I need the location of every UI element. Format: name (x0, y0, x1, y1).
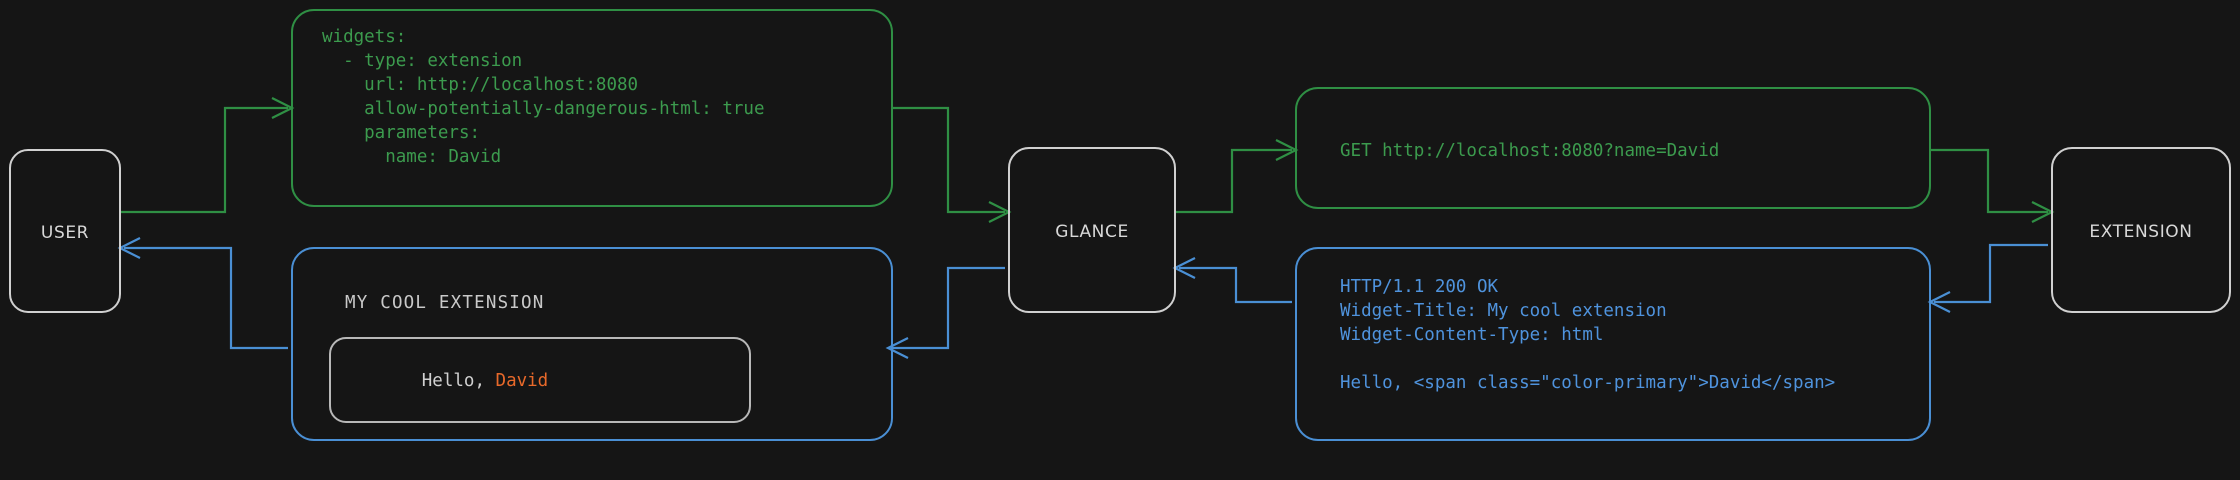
config-line-3: allow-potentially-dangerous-html: true (322, 99, 765, 119)
response-line-1: Widget-Title: My cool extension (1340, 301, 1667, 321)
edge-config-to-glance (892, 106, 1012, 223)
response-box-border (1295, 247, 1931, 441)
widget-content-text: Hello, David (348, 371, 601, 391)
node-extension-label: EXTENSION (2089, 222, 2192, 242)
request-box: GET http://localhost:8080?name=David (1295, 87, 1931, 209)
widget-content-accent: David (496, 371, 549, 391)
widget-box-border (291, 247, 893, 441)
config-line-4: parameters: (322, 123, 480, 143)
widget-title: MY COOL EXTENSION (345, 293, 545, 313)
request-box-border (1295, 87, 1931, 209)
config-line-5: name: David (322, 147, 501, 167)
node-glance-label: GLANCE (1055, 222, 1129, 242)
node-glance-rect[interactable] (1008, 147, 1176, 313)
node-glance[interactable]: GLANCE (1008, 147, 1176, 313)
config-box: widgets: - type: extension url: http://l… (291, 9, 893, 207)
widget-content-prefix: Hello, (422, 371, 496, 391)
edge-request-to-extension (1930, 148, 2055, 223)
edge-user-to-config (120, 97, 295, 214)
config-box-border (291, 9, 893, 207)
node-user-label: USER (41, 223, 89, 243)
node-extension-rect[interactable] (2051, 147, 2231, 313)
response-line-2: Widget-Content-Type: html (1340, 325, 1603, 345)
response-line-0: HTTP/1.1 200 OK (1340, 277, 1499, 297)
widget-box: MY COOL EXTENSION Hello, David (291, 247, 893, 441)
request-line-0: GET http://localhost:8080?name=David (1340, 141, 1719, 161)
node-user[interactable]: USER (9, 149, 121, 313)
widget-content-card (329, 337, 751, 423)
edge-extension-to-response (1927, 243, 2048, 313)
edge-response-to-glance (1172, 257, 1292, 304)
edge-glance-to-request (1175, 139, 1299, 214)
response-box: HTTP/1.1 200 OK Widget-Title: My cool ex… (1295, 247, 1931, 441)
config-line-0: widgets: (322, 27, 406, 47)
config-line-1: - type: extension (322, 51, 522, 71)
node-extension[interactable]: EXTENSION (2051, 147, 2231, 313)
node-user-rect[interactable] (9, 149, 121, 313)
response-line-4: Hello, <span class="color-primary">David… (1340, 373, 1835, 393)
edge-widget-to-user (117, 237, 288, 350)
config-line-2: url: http://localhost:8080 (322, 75, 638, 95)
edge-glance-to-widget (885, 266, 1005, 359)
